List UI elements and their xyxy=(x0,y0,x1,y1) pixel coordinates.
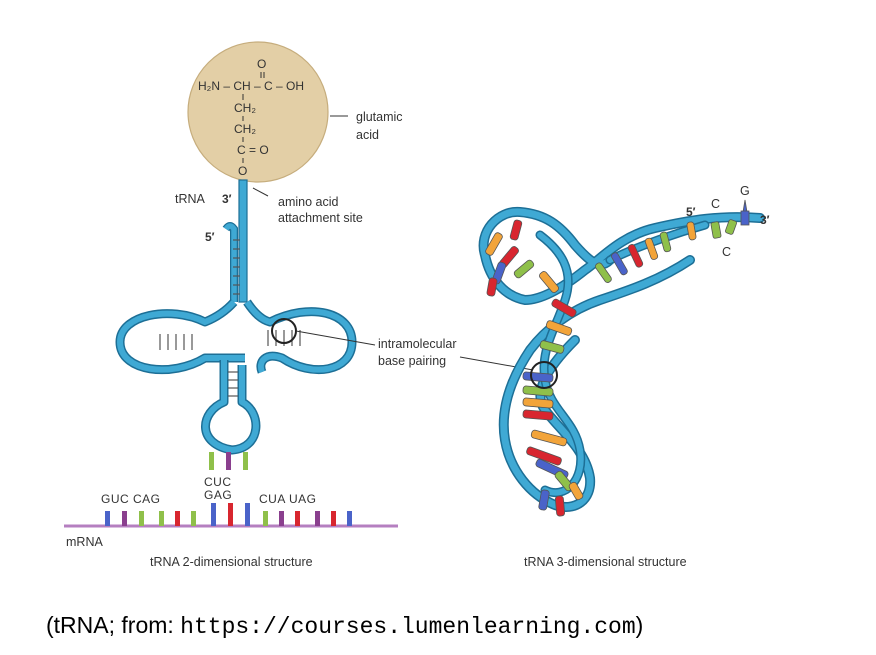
glutamic-acid-formula: O H₂N – CH – C – OH CH₂ CH₂ C = O O xyxy=(198,57,304,178)
label-3prime-3d: 3′ xyxy=(760,213,770,227)
label-intramolecular-line2: base pairing xyxy=(378,354,446,368)
label-5prime-3d: 5′ xyxy=(686,205,696,219)
label-glutamic-line1: glutamic xyxy=(356,110,403,124)
formula-main: H₂N – CH – C – OH xyxy=(198,79,304,93)
glutamic-acid-sphere xyxy=(187,41,329,183)
formula-o: O xyxy=(238,164,247,178)
formula-ch2-b: CH₂ xyxy=(234,122,256,136)
label-glutamic-line2: acid xyxy=(356,128,379,142)
label-base-c2: C xyxy=(722,245,731,259)
trna-3d-structure: 5′ 3′ C G C tRNA 3-dimensional structure xyxy=(478,184,770,569)
anticodon-bases xyxy=(209,452,248,470)
formula-ch2-a: CH₂ xyxy=(234,101,256,115)
label-attachment-line2: attachment site xyxy=(278,211,363,225)
mrna-bases xyxy=(105,503,352,526)
caption-2d: tRNA 2-dimensional structure xyxy=(150,555,313,569)
acceptor-stem xyxy=(222,179,248,303)
formula-top-o: O xyxy=(257,57,266,71)
label-intramolecular-line1: intramolecular xyxy=(378,337,457,351)
three-prime-overhang xyxy=(710,199,750,239)
mrna-codons-left: GUC CAG xyxy=(101,492,161,506)
figure-source-caption: (tRNA; from: https://courses.lumenlearni… xyxy=(46,612,643,640)
formula-co: C = O xyxy=(237,143,269,157)
label-5prime-2d: 5′ xyxy=(205,230,215,244)
mrna-codons-right: CUA UAG xyxy=(259,492,317,506)
caption-prefix: (tRNA; from: xyxy=(46,612,181,638)
label-mrna: mRNA xyxy=(66,535,103,549)
cloverleaf xyxy=(115,298,357,455)
label-3prime-2d: 3′ xyxy=(222,192,232,206)
label-trna: tRNA xyxy=(175,192,206,206)
caption-url: https://courses.lumenlearning.com xyxy=(180,614,636,640)
caption-suffix: ) xyxy=(635,612,644,638)
label-base-g: G xyxy=(740,184,750,198)
label-base-c1: C xyxy=(711,197,720,211)
label-attachment-line1: amino acid xyxy=(278,195,338,209)
pairing-highlight-3d xyxy=(530,361,558,389)
intramolecular-callout: intramolecular base pairing xyxy=(295,330,534,371)
anticodon-top-label: CUC xyxy=(204,475,232,489)
anticodon-bottom-label: GAG xyxy=(204,488,232,502)
caption-3d: tRNA 3-dimensional structure xyxy=(524,555,687,569)
base-cylinders xyxy=(485,219,697,517)
trna-figure: O H₂N – CH – C – OH CH₂ CH₂ C = O O glut… xyxy=(64,41,770,569)
trna-2d-structure: O H₂N – CH – C – OH CH₂ CH₂ C = O O glut… xyxy=(64,41,403,569)
